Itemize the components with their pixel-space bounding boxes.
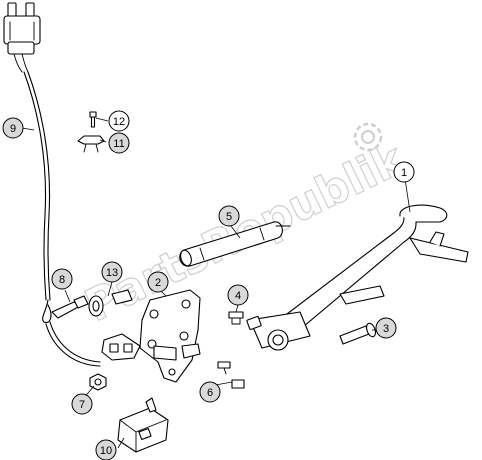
- callout-8: 8: [51, 268, 73, 290]
- part-12-screw: [89, 111, 97, 128]
- part-8-sensor: [51, 289, 133, 319]
- callout-1: 1: [393, 161, 415, 183]
- callout-5: 5: [218, 205, 240, 227]
- callout-2-label: 2: [155, 277, 161, 289]
- callout-9: 9: [2, 117, 24, 139]
- callout-12: 12: [108, 110, 130, 132]
- callout-2: 2: [147, 271, 169, 293]
- callout-10: 10: [95, 439, 117, 460]
- callout-7-label: 7: [79, 399, 85, 411]
- callout-4: 4: [227, 284, 249, 306]
- part-3-bolt: [339, 322, 377, 345]
- callout-9-label: 9: [10, 123, 16, 135]
- callout-1-label: 1: [401, 167, 407, 179]
- callout-6-label: 6: [207, 387, 213, 399]
- mount-clamp: [101, 333, 141, 361]
- callout-3: 3: [375, 317, 397, 339]
- callout-7: 7: [71, 393, 93, 415]
- watermark-gear-icon: [353, 122, 383, 152]
- part-4-screw: [228, 311, 244, 325]
- callout-10-label: 10: [100, 445, 112, 457]
- part-2-bracket: [139, 289, 201, 383]
- callout-6: 6: [199, 381, 221, 403]
- part-13-washer: [88, 295, 104, 317]
- part-1-side-stand: [246, 204, 469, 351]
- part-6-screws: [217, 361, 245, 389]
- callout-11: 11: [108, 132, 130, 154]
- part-11-clip: [77, 135, 105, 153]
- callout-3-label: 3: [383, 323, 389, 335]
- callout-4-label: 4: [235, 290, 241, 302]
- callout-5-label: 5: [226, 211, 232, 223]
- part-10-stand-pad: [117, 397, 169, 453]
- callout-11-label: 11: [113, 138, 124, 150]
- callout-13-label: 13: [106, 267, 118, 279]
- callout-12-label: 12: [113, 116, 125, 128]
- part-9-cable-with-connector: [3, 2, 101, 367]
- callout-8-label: 8: [59, 274, 65, 286]
- callout-13: 13: [101, 261, 123, 283]
- part-5-spring: [179, 221, 291, 267]
